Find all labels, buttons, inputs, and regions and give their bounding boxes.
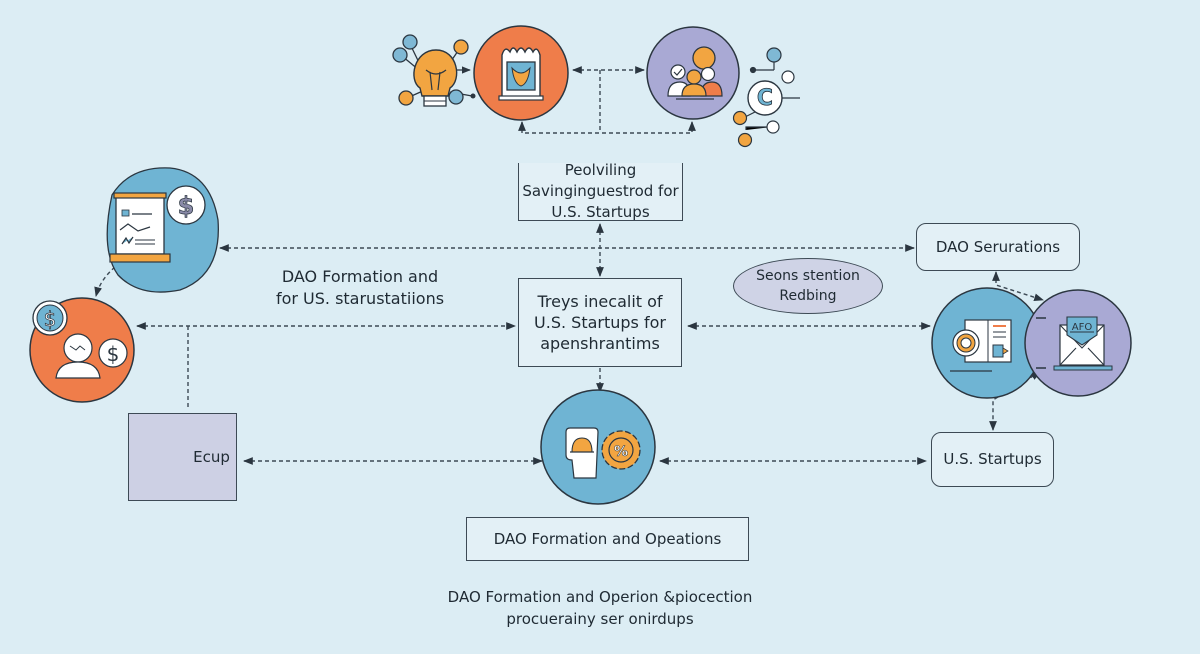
center-box-line-3: apenshrantims: [540, 334, 660, 353]
lightbulb-network-icon: [392, 34, 476, 107]
target-document-icon: [950, 319, 1012, 372]
envelope-laptop-icon: [1053, 316, 1113, 371]
dao-operations-text: DAO Formation and Opeations: [493, 529, 722, 548]
dao-serurations-box: DAO Serurations: [916, 223, 1080, 271]
svg-text:$: $: [107, 342, 120, 366]
center-box-line-2: U.S. Startups for: [534, 313, 666, 332]
dao-serurations-text: DAO Serurations: [935, 237, 1061, 256]
team-people-icon: [646, 26, 740, 120]
center-info-box: Treys inecalit of U.S. Startups for apen…: [518, 278, 682, 367]
connector-blue-orange-left: [94, 266, 116, 297]
top-box-line-3: U.S. Startups: [551, 203, 650, 221]
top-info-box: Peolviling Savinginguestrod for U.S. Sta…: [518, 161, 683, 221]
ecup-box: Ecup: [128, 413, 237, 501]
us-startups-box: U.S. Startups: [931, 432, 1054, 487]
ecup-text: Ecup: [193, 448, 230, 466]
dao-formation-label: DAO Formation and for US. starustatiions: [265, 266, 455, 310]
footer-caption: DAO Formation and Operion &piocection pr…: [380, 586, 820, 630]
top-box-line-2: Savinginguestrod for: [522, 182, 679, 200]
top-box-line-1: Peolviling: [564, 161, 637, 179]
dao-formation-label-line-2: for US. starustatiions: [275, 289, 445, 308]
center-box-line-1: Treys inecalit of: [537, 292, 663, 311]
svg-text:$: $: [44, 307, 57, 331]
document-gear-percent-icon: %: [540, 389, 656, 505]
us-startups-text: U.S. Startups: [943, 450, 1042, 468]
svg-text:%: %: [614, 444, 628, 460]
dao-formation-label-line-1: DAO Formation and: [281, 267, 439, 286]
seons-stention-ellipse: Seons stention Redbing: [733, 258, 883, 314]
svg-text:C: C: [757, 86, 773, 111]
footer-line-1: DAO Formation and Operion &piocection: [447, 588, 753, 606]
dao-operations-box: DAO Formation and Opeations: [466, 517, 749, 561]
copyright-network-icon: C: [732, 47, 800, 148]
investor-dollar-icon: $ $: [29, 297, 135, 403]
svg-text:$: $: [178, 192, 195, 220]
connector-top-loop: [518, 121, 696, 134]
connector-serurations-envelope: [992, 271, 1044, 302]
presentation-board-dollar-icon: $: [106, 167, 219, 293]
building-document-icon: [473, 25, 569, 121]
envelope-badge-text: AFO: [1072, 322, 1093, 333]
ellipse-line-2: Redbing: [779, 288, 837, 304]
footer-line-2: procuerainy ser onirdups: [506, 610, 694, 628]
ellipse-line-1: Seons stention: [756, 268, 860, 284]
connectors: [94, 66, 1044, 465]
